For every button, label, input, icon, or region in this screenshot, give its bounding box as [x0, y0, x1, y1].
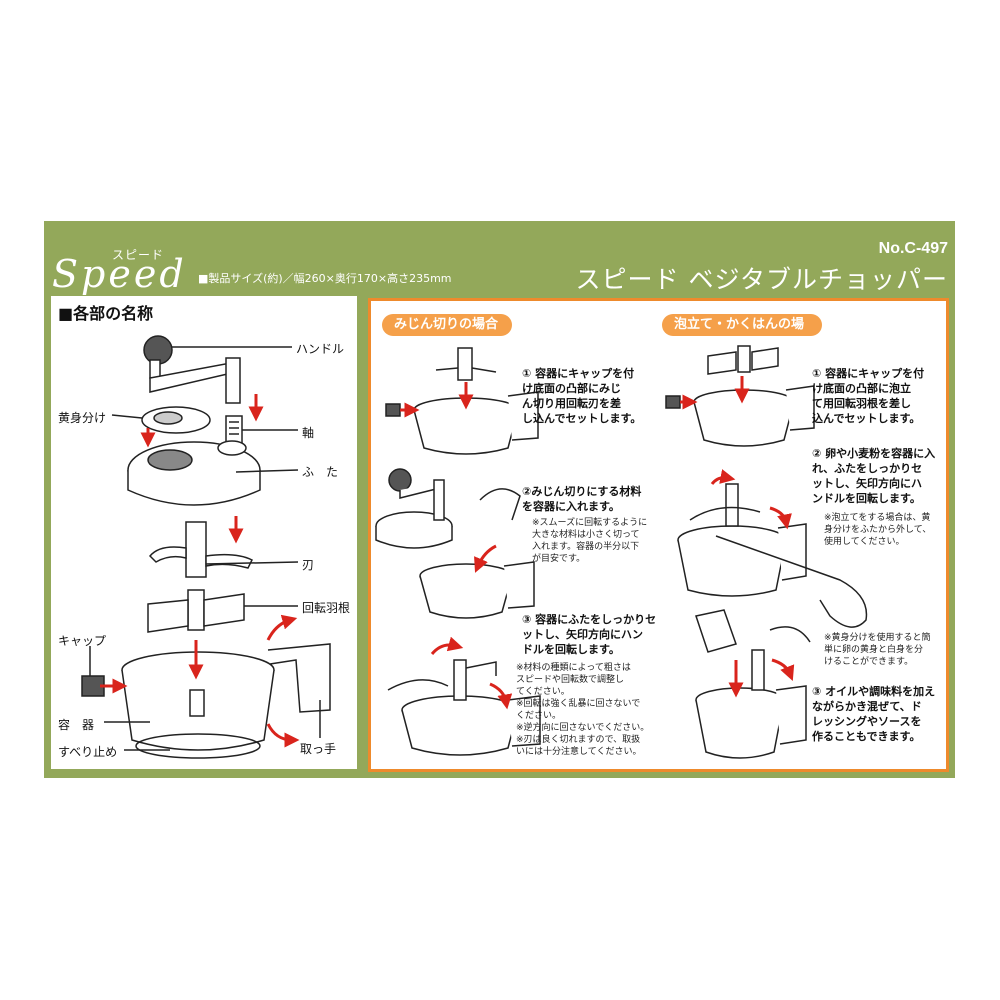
lid-drawing: [127, 440, 261, 506]
whisk-step3-drawing: [695, 609, 811, 759]
mincing-step-1: ① 容器にキャップを付 け底面の凸部にみじ ん切り用回転刃を差 し込んでセットし…: [522, 367, 642, 425]
mincing-step1-drawing: [385, 347, 539, 455]
yolk-separator-drawing: [141, 406, 211, 434]
mincing-heading: みじん切りの場合: [382, 314, 512, 336]
blade-drawing: [148, 521, 254, 578]
logo-ruby: スピード: [112, 248, 165, 262]
label-yolk-separator: 黄身分け: [58, 411, 107, 425]
whisking-step-2: ② 卵や小麦粉を容器に入 れ、ふたをしっかりセ ットし、矢印方向にハ ンドルを回…: [812, 447, 936, 505]
whisking-step-1: ① 容器にキャップを付 け底面の凸部に泡立 て用回転羽根を差し 込んでセットしま…: [812, 367, 925, 425]
model-number: No.C-497: [878, 240, 948, 257]
label-rotor: 回転羽根: [302, 601, 351, 615]
whisking-heading: 泡立て・かくはんの場合: [662, 314, 822, 354]
label-handle: ハンドル: [296, 342, 345, 356]
rotor-drawing: [147, 589, 245, 633]
speed-logo: Speed: [52, 252, 187, 296]
product-size-spec: ■製品サイズ(約)／幅260×奥行170×高さ235mm: [198, 272, 452, 285]
label-lid: ふ た: [302, 465, 339, 479]
mincing-step-2: ②みじん切りにする材料 を容器に入れます。: [522, 485, 642, 513]
mincing-note-2: ※スムーズに回転するように 大きな材料は小さく切って 入れます。容器の半分以下 …: [532, 518, 648, 564]
mincing-step3-drawing: [387, 659, 541, 756]
label-cap: キャップ: [58, 634, 107, 648]
whisking-step-3: ③ オイルや調味料を加え ながらかき混ぜて、ド レッシングやソースを 作ることも…: [812, 685, 936, 743]
whisk-step2-drawing: [677, 483, 868, 628]
mincing-step-3: ③ 容器にふたをしっかりセ ットし、矢印方向にハン ドルを回転します。: [522, 613, 657, 656]
whisking-note-2: ※泡立てをする場合は、黄 身分けをふたから外して、 使用してください。: [824, 513, 932, 547]
label-blade: 刃: [302, 558, 315, 572]
mincing-note-3: ※材料の種類によって粗さは スピードや回転数で調整し てください。 ※回転は強く…: [516, 663, 650, 757]
mincing-step2-drawing: [375, 468, 535, 619]
product-name: スピード ベジタブルチョッパー: [575, 265, 948, 294]
label-container: 容 器: [58, 718, 95, 732]
shaft-drawing: [225, 415, 243, 445]
handle-drawing: [143, 335, 241, 404]
label-non-slip: すべり止め: [58, 745, 118, 759]
container-drawing: [121, 643, 331, 759]
label-grip: 取っ手: [300, 742, 337, 756]
parts-title: ■各部の名称: [58, 304, 154, 323]
whisk-step1-drawing: [665, 345, 815, 447]
label-shaft: 軸: [302, 426, 315, 440]
whisking-note-yolk: ※黄身分けを使用すると簡 単に卵の黄身と白身を分 けることができます。: [824, 633, 931, 667]
